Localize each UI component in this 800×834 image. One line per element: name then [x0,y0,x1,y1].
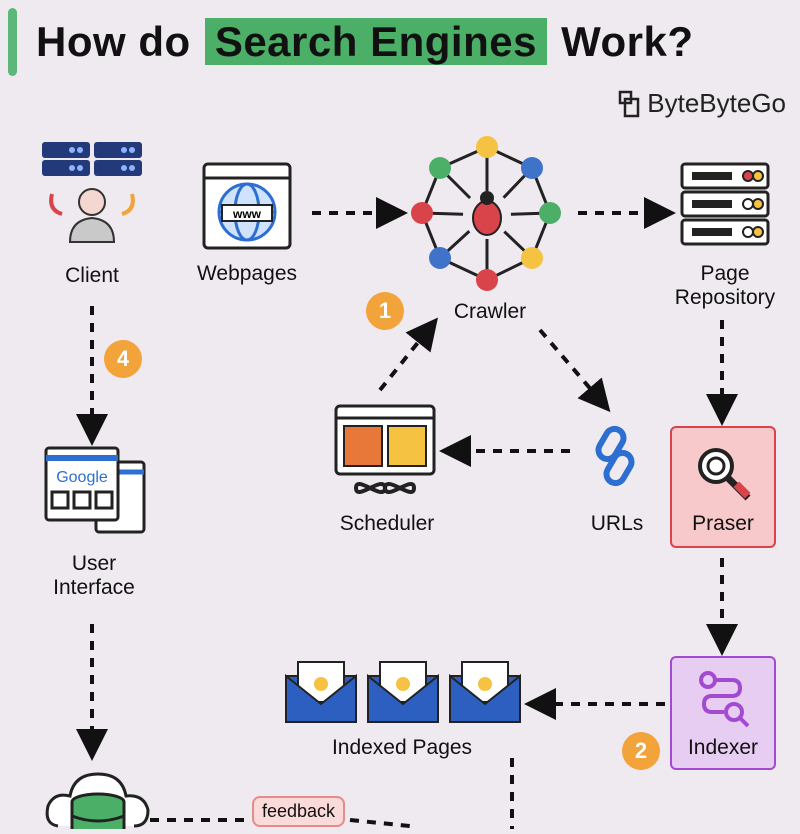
globe-www-icon: www [202,162,292,250]
arrow-crawler-urls [538,328,611,413]
parser-box: Praser [670,426,776,548]
google-text: Google [56,469,108,486]
brand-logo: ByteByteGo [617,88,786,119]
scheduler-label: Scheduler [339,512,435,535]
webpages-icon: www [202,162,292,257]
title-prefix: How do [36,18,191,65]
step-badge-4: 4 [104,340,142,378]
crawler-label: Crawler [453,300,527,323]
magnifier-icon [698,448,751,501]
www-text: www [232,207,262,221]
arrow-scheduler-crawler [378,317,438,392]
urls-label: URLs [590,512,644,535]
database-cloud-icon [44,768,152,834]
scheduler-icon [334,404,436,494]
page-title: How do Search Engines Work? [36,14,694,70]
title-accent-bar [8,8,17,76]
title-highlight: Search Engines [204,18,547,65]
indexer-box: Indexer [670,656,776,770]
client-label: Client [65,264,119,287]
indexer-label: Indexer [687,736,759,759]
page-repository-label-2: Repository [674,286,776,309]
browser-google-icon: Google [44,446,146,534]
client-icon [40,140,150,255]
webpages-label: Webpages [196,262,298,285]
scheduler-icon [334,404,438,509]
page-repository-label-1: Page [700,262,750,285]
link-icon [595,425,635,487]
database-cloud-icon [45,772,150,829]
crawler-icon [402,130,572,305]
user-interface-label-2: Interface [53,576,135,599]
feedback-tag: feedback [252,796,346,827]
envelope-icon [285,661,521,723]
line-feedback-right [349,818,411,828]
bug-network-icon [411,136,561,291]
indexed-pages-label: Indexed Pages [331,736,473,759]
urls-icon [590,424,640,493]
page-repository-icon [680,162,770,257]
step-badge-2: 2 [622,732,660,770]
user-interface-label-1: User [71,552,117,575]
step-badge-1: 1 [366,292,404,330]
title-suffix: Work? [561,18,694,65]
parser-label: Praser [692,512,754,535]
server-rack-icon [42,142,142,243]
brand-name: ByteByteGo [647,88,786,118]
indexed-pages-icons [282,654,524,731]
indexer-path-icon [699,671,750,728]
user-interface-icon: Google [44,446,148,541]
page-repository-server-icon [680,162,770,246]
bytebytego-logo-icon [619,90,640,117]
